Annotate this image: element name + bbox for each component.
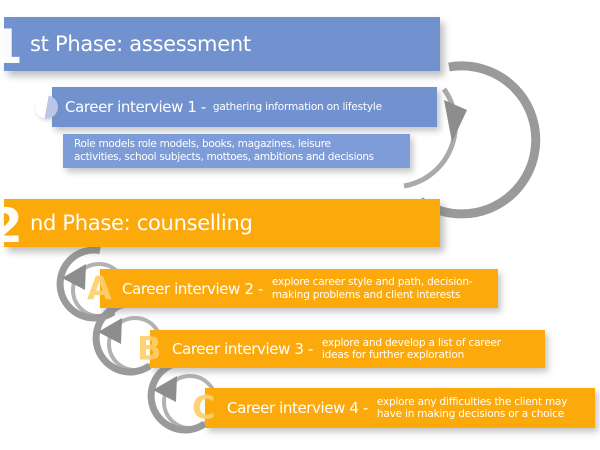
career-interview-2-desc: explore career style and path, decision-… xyxy=(271,276,473,301)
phase2-header-bar: 2 nd Phase: counselling xyxy=(0,199,440,250)
career-interview-3-desc: explore and develop a list of career ide… xyxy=(322,337,501,362)
career-interview-4-title: Career interview 4 - xyxy=(227,399,368,417)
desc-line: making problems and client interests xyxy=(271,288,461,301)
career-interview-1-desc: gathering information on lifestyle xyxy=(213,101,382,114)
phase1-number: 1 xyxy=(0,20,23,75)
letter-bullet-c: C xyxy=(192,388,216,427)
desc-line: explore any difficulties the client may xyxy=(376,395,568,408)
desc-line: explore and develop a list of career xyxy=(321,336,501,349)
phase1-title: st Phase: assessment xyxy=(30,32,251,56)
career-interview-2-title: Career interview 2 - xyxy=(122,279,263,298)
role-models-line1: Role models role models, books, magazine… xyxy=(74,138,331,150)
career-interview-3-bar: B Career interview 3 - explore and devel… xyxy=(137,330,545,368)
desc-line: have in making decisions or a choice xyxy=(376,408,564,420)
career-interview-4-bar: C Career interview 4 - explore any diffi… xyxy=(192,388,595,428)
desc-line: gathering information on lifestyle xyxy=(212,100,382,113)
role-models-line2: activities, school subjects, mottoes, am… xyxy=(74,151,374,163)
desc-line: ideas for further exploration xyxy=(321,349,465,361)
sphere-bullet-icon xyxy=(35,95,58,119)
letter-bullet-b: B xyxy=(137,329,162,368)
phase2-number: 2 xyxy=(0,199,23,254)
phase2-title: nd Phase: counselling xyxy=(30,211,253,235)
career-interview-1-title: Career interview 1 - xyxy=(65,98,206,116)
career-interview-3-title: Career interview 3 - xyxy=(172,340,313,358)
career-interview-1-bar: Career interview 1 - gathering informati… xyxy=(35,87,437,127)
desc-line: explore career style and path, decision- xyxy=(271,276,473,288)
letter-bullet-a: A xyxy=(87,268,112,307)
career-interview-2-bar: A Career interview 2 - explore career st… xyxy=(87,269,498,308)
phase1-header-bar: 1 st Phase: assessment xyxy=(0,17,440,71)
role-models-bar: Role models role models, books, magazine… xyxy=(63,134,410,168)
role-models-text: Role models role models, books, magazine… xyxy=(63,138,374,164)
career-interview-4-desc: explore any difficulties the client may … xyxy=(376,395,568,421)
